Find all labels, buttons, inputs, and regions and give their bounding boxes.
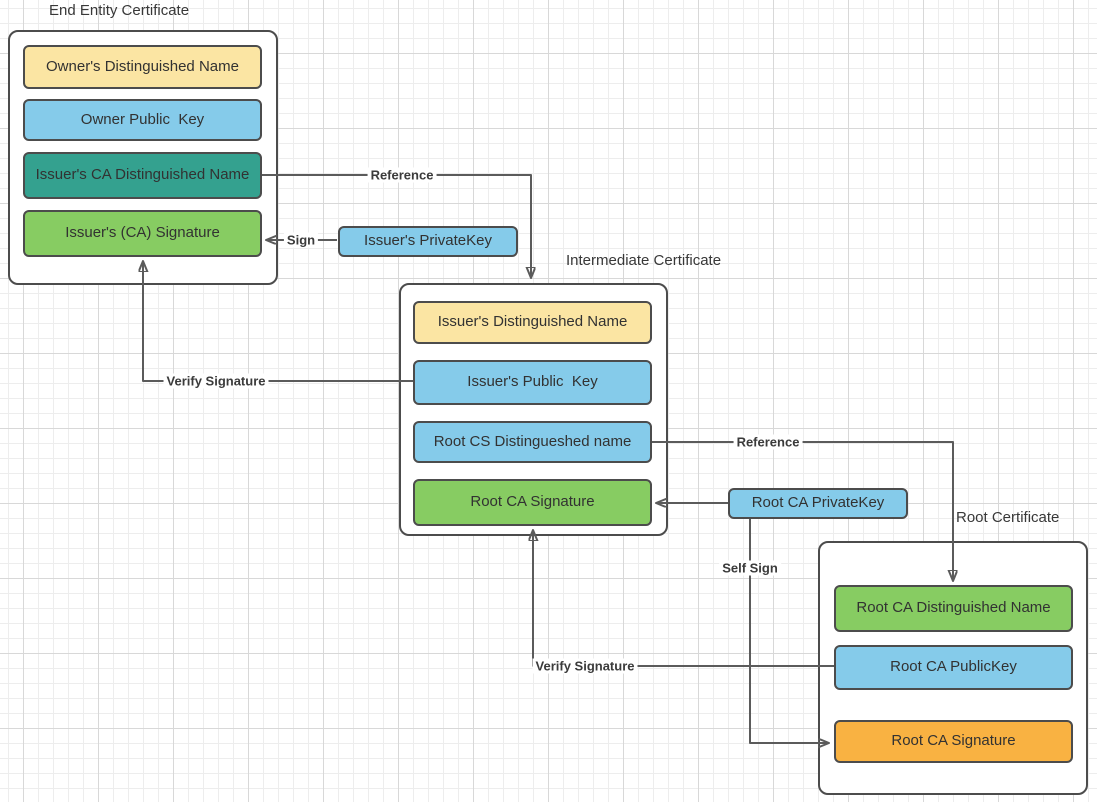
root-ca-distinguished-name-box[interactable]: Root CA Distinguished Name	[834, 585, 1073, 632]
verify-signature-arrow-root-publickey-to-signature	[533, 531, 834, 667]
root-ca-signature-box[interactable]: Root CA Signature	[834, 720, 1073, 763]
reference-label-2: Reference	[733, 434, 803, 450]
reference-label-1: Reference	[367, 167, 437, 183]
self-sign-arrow-root-privatekey-to-root-signature	[749, 518, 828, 743]
end-entity-certificate-title: End Entity Certificate	[49, 2, 190, 19]
verify-signature-label-1: Verify Signature	[163, 373, 269, 389]
issuers-public-key-box[interactable]: Issuer's Public Key	[413, 360, 652, 405]
root-ca-publickey-box[interactable]: Root CA PublicKey	[834, 645, 1073, 690]
issuers-distinguished-name-box[interactable]: Issuer's Distinguished Name	[413, 301, 652, 344]
owner-public-key-box[interactable]: Owner Public Key	[23, 99, 262, 141]
issuers-privatekey-box[interactable]: Issuer's PrivateKey	[338, 226, 518, 257]
self-sign-label: Self Sign	[719, 560, 781, 576]
owners-distinguished-name-box[interactable]: Owner's Distinguished Name	[23, 45, 262, 89]
intermediate-root-ca-signature-box[interactable]: Root CA Signature	[413, 479, 652, 526]
intermediate-certificate-title: Intermediate Certificate	[566, 252, 722, 269]
sign-label: Sign	[283, 232, 319, 248]
verify-signature-label-2: Verify Signature	[532, 658, 638, 674]
issuers-ca-signature-box[interactable]: Issuer's (CA) Signature	[23, 210, 262, 257]
root-ca-privatekey-box[interactable]: Root CA PrivateKey	[728, 488, 908, 519]
root-cs-distingueshed-name-box[interactable]: Root CS Distingueshed name	[413, 421, 652, 463]
issuers-ca-distinguished-name-box[interactable]: Issuer's CA Distinguished Name	[23, 152, 262, 199]
root-certificate-title: Root Certificate	[956, 509, 1060, 526]
